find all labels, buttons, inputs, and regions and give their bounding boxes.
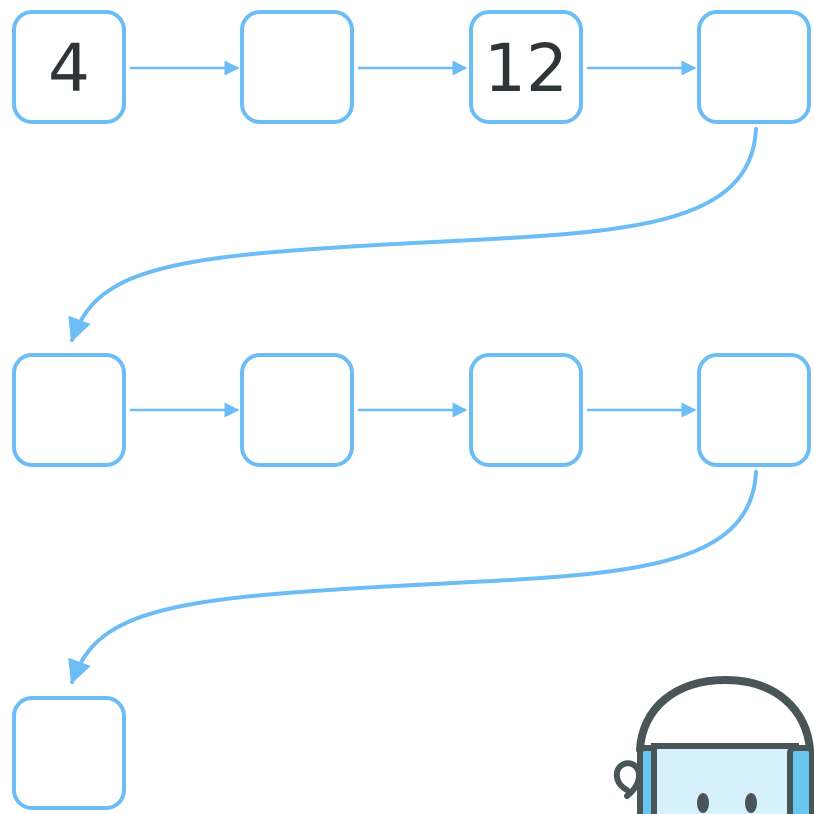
sequence-box-9 <box>12 696 126 810</box>
sequence-value-1: 4 <box>48 30 90 107</box>
curve-arrow-row1-to-row2 <box>68 127 758 343</box>
sequence-box-7 <box>469 353 583 467</box>
sequence-box-1: 4 <box>12 10 126 124</box>
sequence-box-5 <box>12 353 126 467</box>
curve-arrow-row2-to-row3 <box>68 470 758 685</box>
sequence-box-8 <box>697 353 811 467</box>
sequence-box-2 <box>240 10 354 124</box>
sequence-box-4 <box>697 10 811 124</box>
sequence-box-6 <box>240 353 354 467</box>
sequence-value-3: 12 <box>484 30 568 107</box>
sequence-box-3: 12 <box>469 10 583 124</box>
